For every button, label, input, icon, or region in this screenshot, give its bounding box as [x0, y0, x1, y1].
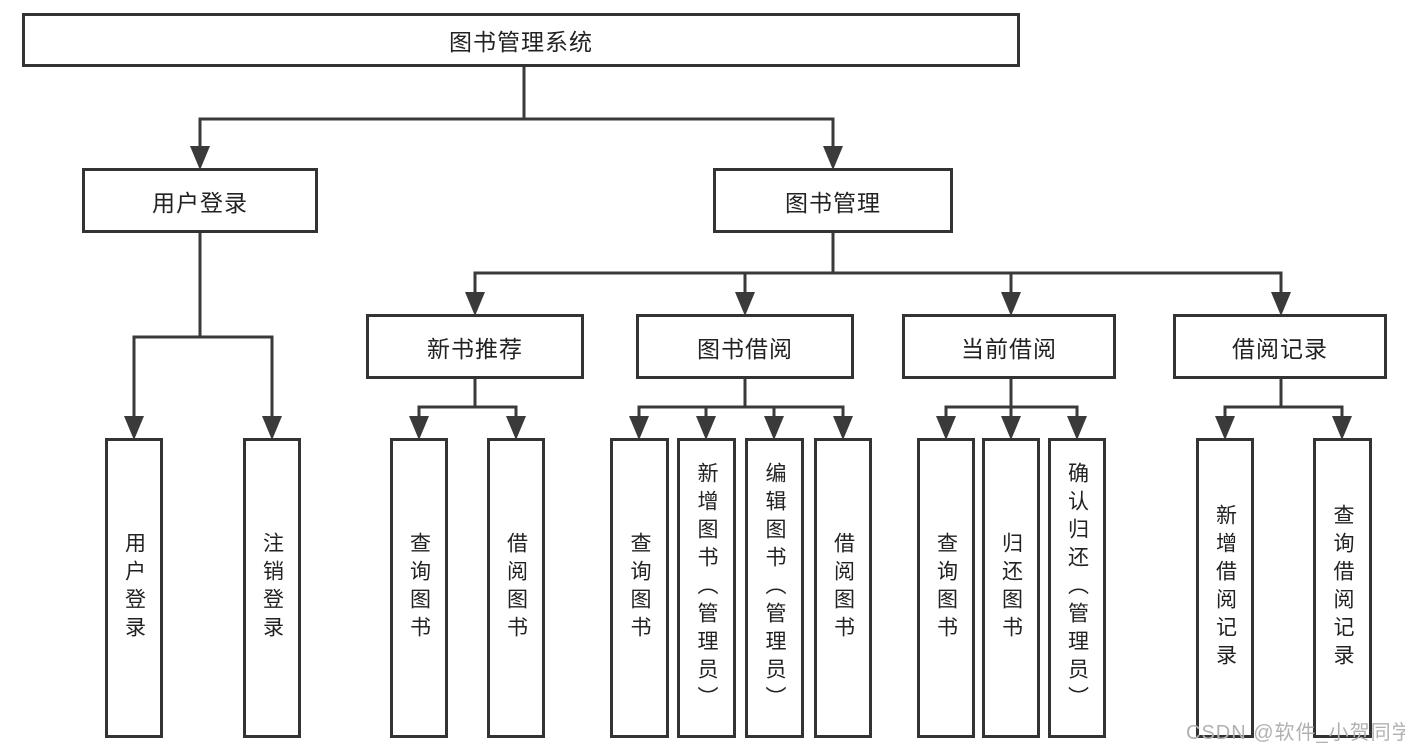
arrowhead-icon	[1332, 416, 1352, 440]
node-label: 归还图书	[999, 532, 1023, 644]
node-label: 查询图书	[628, 532, 651, 644]
node-label: 确认归还（管理员）	[1065, 462, 1089, 714]
node-label: 借阅图书	[504, 532, 528, 644]
leaf-borrow-edit-books-admin: 编辑图书（管理员）	[745, 438, 804, 738]
node-book-borrow: 图书借阅	[636, 314, 854, 379]
arrowhead-icon	[1001, 292, 1021, 316]
node-book-management: 图书管理	[713, 168, 953, 233]
leaf-current-query-books: 查询图书	[917, 438, 975, 738]
arrowhead-icon	[262, 416, 282, 440]
node-label: 图书借阅	[697, 335, 793, 362]
node-label: 新增借阅记录	[1213, 504, 1237, 672]
node-label: 用户登录	[122, 532, 146, 644]
node-label: 用户登录	[152, 189, 248, 216]
arrowhead-icon	[936, 416, 956, 440]
node-current-borrow: 当前借阅	[902, 314, 1116, 379]
leaf-recommend-query-books: 查询图书	[390, 438, 448, 738]
watermark: CSDN @软件_小贺同学	[1186, 722, 1405, 744]
node-label: 新书推荐	[427, 335, 523, 362]
arrowhead-icon	[833, 416, 853, 440]
node-label: 借阅记录	[1232, 335, 1328, 362]
node-label: 图书管理	[785, 189, 881, 216]
arrowhead-icon	[1067, 416, 1087, 440]
leaf-user-login: 用户登录	[105, 438, 163, 738]
node-label: 查询图书	[407, 532, 431, 644]
node-root: 图书管理系统	[22, 13, 1020, 67]
arrowhead-icon	[409, 416, 429, 440]
arrowhead-icon	[506, 416, 526, 440]
node-label: 图书管理系统	[449, 29, 593, 55]
leaf-current-confirm-return-admin: 确认归还（管理员）	[1048, 438, 1106, 738]
arrowhead-icon	[465, 292, 485, 316]
node-label: 查询图书	[934, 532, 958, 644]
node-label: 新增图书（管理员）	[695, 462, 718, 714]
arrowhead-icon	[124, 416, 144, 440]
leaf-logout: 注销登录	[243, 438, 301, 738]
arrowhead-icon	[1215, 416, 1235, 440]
node-label: 编辑图书（管理员）	[763, 462, 786, 714]
arrowhead-icon	[735, 292, 755, 316]
leaf-records-query-record: 查询借阅记录	[1313, 438, 1372, 738]
node-label: 注销登录	[260, 532, 284, 644]
arrowhead-icon	[823, 146, 843, 170]
node-label: 借阅图书	[831, 532, 855, 644]
leaf-borrow-add-books-admin: 新增图书（管理员）	[677, 438, 736, 738]
node-label: 查询借阅记录	[1331, 504, 1354, 672]
node-borrow-records: 借阅记录	[1173, 314, 1387, 379]
leaf-recommend-borrow-books: 借阅图书	[487, 438, 545, 738]
arrowhead-icon	[190, 146, 210, 170]
arrowhead-icon	[1001, 416, 1021, 440]
arrowhead-icon	[629, 416, 649, 440]
node-user-login: 用户登录	[82, 168, 318, 233]
leaf-current-return-books: 归还图书	[982, 438, 1040, 738]
leaf-borrow-borrow-books: 借阅图书	[814, 438, 872, 738]
arrowhead-icon	[764, 416, 784, 440]
arrowhead-icon	[696, 416, 716, 440]
node-label: 当前借阅	[961, 335, 1057, 362]
leaf-records-add-record: 新增借阅记录	[1196, 438, 1254, 738]
arrowhead-icon	[1271, 292, 1291, 316]
leaf-borrow-query-books: 查询图书	[610, 438, 669, 738]
node-new-book-recommend: 新书推荐	[366, 314, 584, 379]
